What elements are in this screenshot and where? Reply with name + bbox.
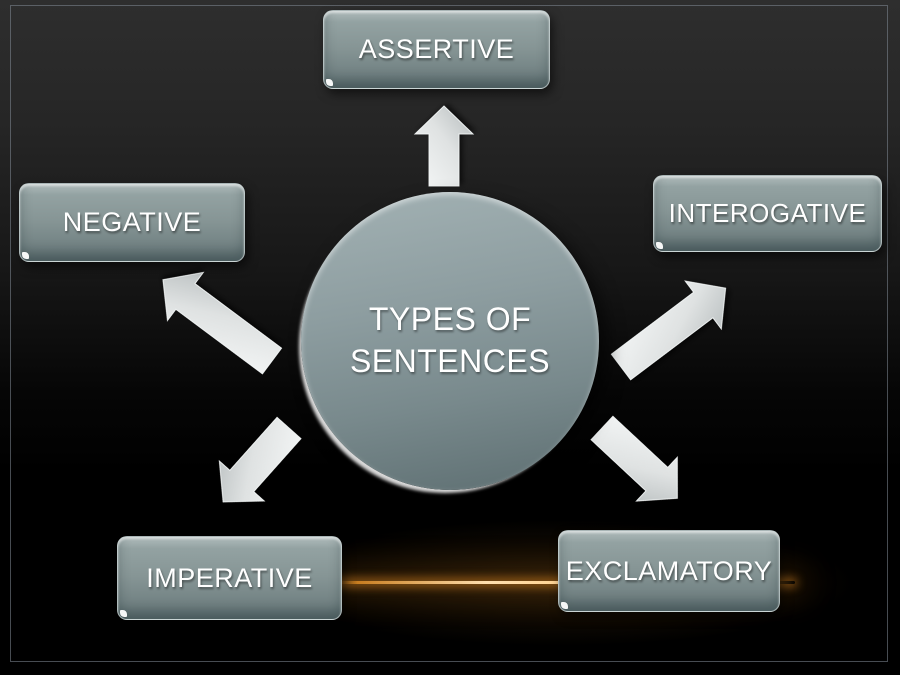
center-node-label: TYPES OF SENTENCES: [349, 301, 551, 379]
arrow-to-assertive-icon: [413, 105, 475, 187]
node-exclamatory: EXCLAMATORY: [558, 530, 780, 612]
node-assertive-label: ASSERTIVE: [358, 34, 515, 64]
node-interogative: INTEROGATIVE: [653, 175, 882, 252]
node-negative-label: NEGATIVE: [62, 207, 202, 237]
arrow-to-imperative-icon: [218, 416, 302, 503]
node-negative: NEGATIVE: [19, 183, 245, 262]
node-imperative: IMPERATIVE: [117, 536, 342, 620]
arrow-to-negative-icon: [162, 271, 283, 375]
horizon-glow-line: [320, 581, 795, 584]
node-exclamatory-label: EXCLAMATORY: [565, 555, 773, 586]
node-imperative-label: IMPERATIVE: [146, 562, 313, 593]
node-assertive: ASSERTIVE: [323, 10, 550, 89]
center-node: TYPES OF SENTENCES: [301, 192, 599, 490]
arrow-to-exclamatory-icon: [590, 415, 678, 502]
arrow-to-interogative-icon: [610, 280, 727, 381]
node-interogative-label: INTEROGATIVE: [668, 198, 867, 228]
